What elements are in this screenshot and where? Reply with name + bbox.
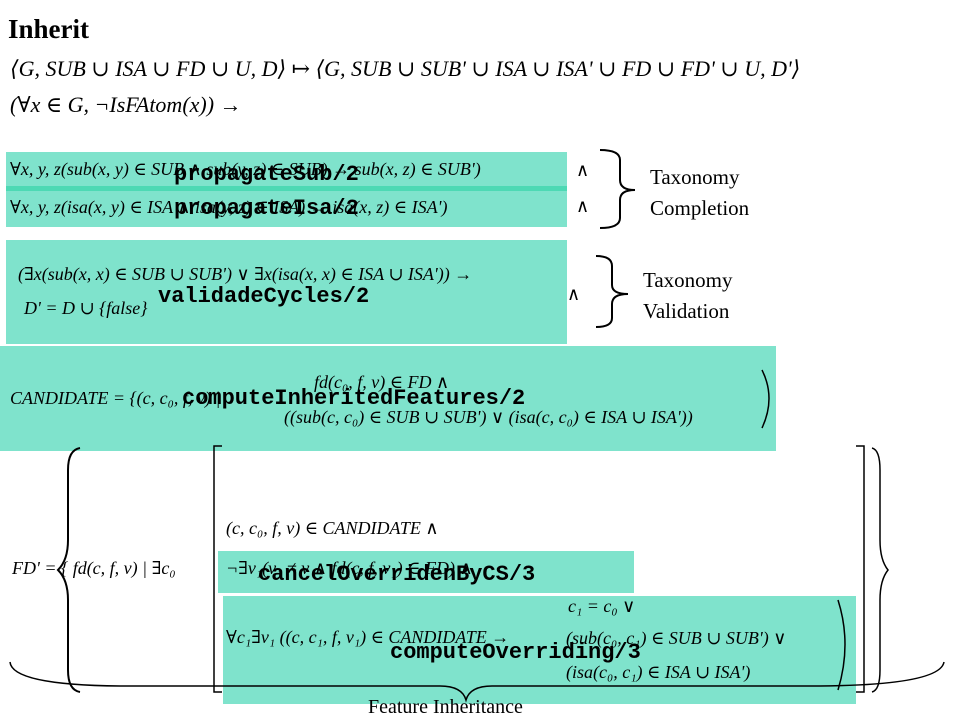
candidate-definition-formula: CANDIDATE = {(c, c₀, f, v) |	[10, 388, 221, 408]
fd-candidate-formula: (c, c₀, f, v) ∈ CANDIDATE ∧	[226, 518, 439, 538]
cancel-overriden-predicate: cancelOverridenByCS/3	[258, 562, 536, 587]
taxonomy-validation-label-line1: Taxonomy	[643, 268, 733, 292]
validade-cycles-predicate: validadeCycles/2	[158, 284, 370, 309]
feature-inheritance-brace	[9, 661, 945, 703]
and-symbol: ∧	[576, 160, 590, 180]
completion-brace	[599, 149, 636, 229]
candidate-feature-formula: fd(c₀, f, v) ∈ FD ∧	[314, 372, 450, 392]
isa-transitivity-formula: ∀x, y, z(isa(x, y) ∈ ISA ∧ isa(y, z) ∈ I…	[10, 197, 448, 217]
compute-inherited-features-predicate: computeInheritedFeatures/2	[182, 386, 526, 411]
validate-box	[6, 240, 567, 344]
propagate-divider	[6, 186, 567, 191]
compute-overriding-predicate: computeOverriding/3	[390, 640, 641, 665]
fd-isa-formula: (isa(c₀, c₁) ∈ ISA ∪ ISA')	[566, 662, 751, 682]
propagate-sub-predicate: propagateSub/2	[174, 162, 359, 187]
atom-condition-formula: (∀x ∈ G, ¬IsFAtom(x)) →	[10, 92, 242, 117]
fd-right-brace	[871, 447, 889, 693]
page-title: Inherit	[8, 14, 89, 44]
taxonomy-completion-label-line1: Taxonomy	[650, 165, 740, 189]
sub-transitivity-formula: ∀x, y, z(sub(x, y) ∈ SUB ∧ sub(y, z) ∈ S…	[10, 159, 481, 179]
fd-overriding-formula: ∀c₁∃v₁ ((c, c₁, f, v₁) ∈ CANDIDATE →	[226, 627, 510, 647]
feature-inheritance-label: Feature Inheritance	[368, 696, 523, 718]
fd-left-brace	[56, 447, 81, 693]
taxonomy-validation-label-line2: Validation	[643, 299, 730, 323]
overriding-right-paren	[837, 599, 846, 691]
fd-prime-definition-formula: FD' = { fd(c, f, v) | ∃c₀	[12, 558, 176, 578]
taxonomy-completion-label-line2: Completion	[650, 196, 750, 220]
candidate-relation-formula: ((sub(c, c₀) ∈ SUB ∪ SUB') ∨ (isa(c, c₀)…	[284, 407, 693, 427]
fd-inner-right-bracket	[856, 445, 865, 693]
cancel-box	[218, 551, 634, 593]
cycle-condition-formula: (∃x(sub(x, x) ∈ SUB ∪ SUB') ∨ ∃x(isa(x, …	[18, 264, 473, 284]
and-symbol: ∧	[576, 196, 590, 216]
fd-cancel-formula: ¬∃v₁(v₁ ≠ v ∧ fd(c, f, v₁) ∈ FD) ∧	[226, 558, 473, 578]
fd-inner-left-bracket	[213, 445, 222, 693]
cycle-consequence-formula: D' = D ∪ {false}	[24, 298, 148, 318]
fd-same-class-formula: c₁ = c₀ ∨	[568, 596, 636, 616]
signature-formula: ⟨G, SUB ∪ ISA ∪ FD ∪ U, D⟩ ↦ ⟨G, SUB ∪ S…	[10, 56, 801, 81]
candidate-right-paren	[761, 369, 770, 429]
fd-sub-formula: (sub(c₀, c₁) ∈ SUB ∪ SUB') ∨	[566, 628, 787, 648]
validation-brace	[595, 255, 629, 328]
propagate-isa-predicate: propagateIsa/2	[174, 196, 359, 221]
and-symbol: ∧	[567, 284, 581, 304]
candidate-box	[0, 346, 776, 451]
